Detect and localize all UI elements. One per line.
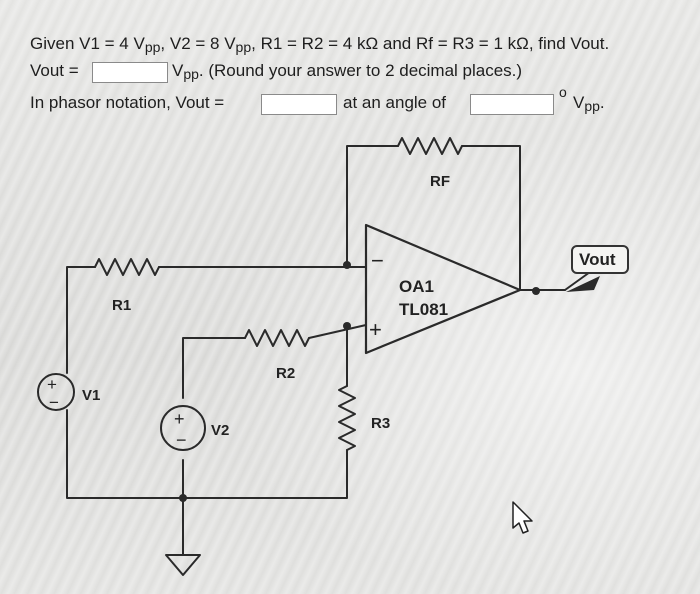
r2-wire-left — [182, 337, 246, 399]
pp-subscript: pp — [235, 39, 252, 55]
opamp-name: OA1 — [399, 277, 434, 296]
r3-resistor — [338, 385, 356, 451]
vout-arrow — [566, 276, 600, 292]
r1-wire-left — [66, 266, 96, 374]
opamp-triangle — [364, 223, 522, 355]
pp-subscript: pp — [183, 66, 199, 82]
noninverting-input-sign: + — [369, 317, 382, 342]
v2-source — [160, 405, 206, 451]
v1-label: V1 — [82, 387, 100, 404]
v2-plus-sign: + — [174, 409, 185, 429]
r2-wire-right — [308, 324, 367, 339]
phasor-label: In phasor notation, Vout = — [30, 93, 225, 112]
ground-symbol — [165, 554, 201, 576]
vout-unit-v: V — [172, 61, 184, 80]
r1-resistor — [94, 258, 160, 276]
angle-unit-v: V — [573, 93, 585, 112]
v2-minus-sign: − — [176, 430, 187, 450]
cursor-icon — [512, 501, 533, 534]
node-dot — [532, 287, 540, 295]
question-line-1: Given V1 = 4 Vpp, V2 = 8 Vpp, R1 = R2 = … — [30, 34, 610, 55]
pp-subscript: pp — [144, 39, 161, 55]
vout-label: Vout = — [30, 61, 79, 80]
pp-subscript: pp — [584, 98, 600, 114]
r3-wire-bottom — [182, 449, 348, 499]
vout-input[interactable] — [92, 62, 168, 83]
v1-minus-sign: − — [49, 393, 59, 412]
v1-wire-bottom — [66, 409, 184, 499]
rf-wire-right — [461, 145, 537, 291]
vout-tag-label: Vout — [579, 250, 616, 269]
inverting-input-sign: − — [371, 248, 384, 273]
rf-wire-left — [346, 145, 399, 266]
node-dot — [179, 494, 187, 502]
v1-plus-sign: + — [47, 375, 57, 394]
vout-tag-box — [571, 245, 629, 274]
rf-label: RF — [430, 173, 450, 190]
angle-unit: Vpp. — [573, 93, 605, 114]
round-note: . (Round your answer to 2 decimal places… — [198, 61, 523, 80]
r1-label: R1 — [112, 297, 131, 314]
node-dot — [343, 322, 351, 330]
angle-label: at an angle of — [343, 93, 447, 112]
phasor-angle-input[interactable] — [470, 94, 554, 115]
given-v1: Given V1 = 4 V — [30, 34, 145, 53]
given-resistors: , R1 = R2 = 4 kΩ and Rf = R3 = 1 kΩ, fin… — [251, 34, 610, 53]
r2-label: R2 — [276, 365, 295, 382]
period: . — [599, 93, 605, 112]
opamp-model: TL081 — [399, 300, 448, 319]
degree-symbol: o — [559, 84, 567, 100]
r3-label: R3 — [371, 415, 390, 432]
vout-lead — [564, 271, 591, 291]
v1-source — [37, 373, 75, 411]
rf-resistor — [397, 137, 463, 155]
r2-resistor — [244, 329, 310, 347]
node-dot — [343, 261, 351, 269]
phasor-magnitude-input[interactable] — [261, 94, 337, 115]
v2-label: V2 — [211, 422, 229, 439]
given-v2: , V2 = 8 V — [160, 34, 236, 53]
vout-unit-note: Vpp. (Round your answer to 2 decimal pla… — [172, 61, 523, 82]
